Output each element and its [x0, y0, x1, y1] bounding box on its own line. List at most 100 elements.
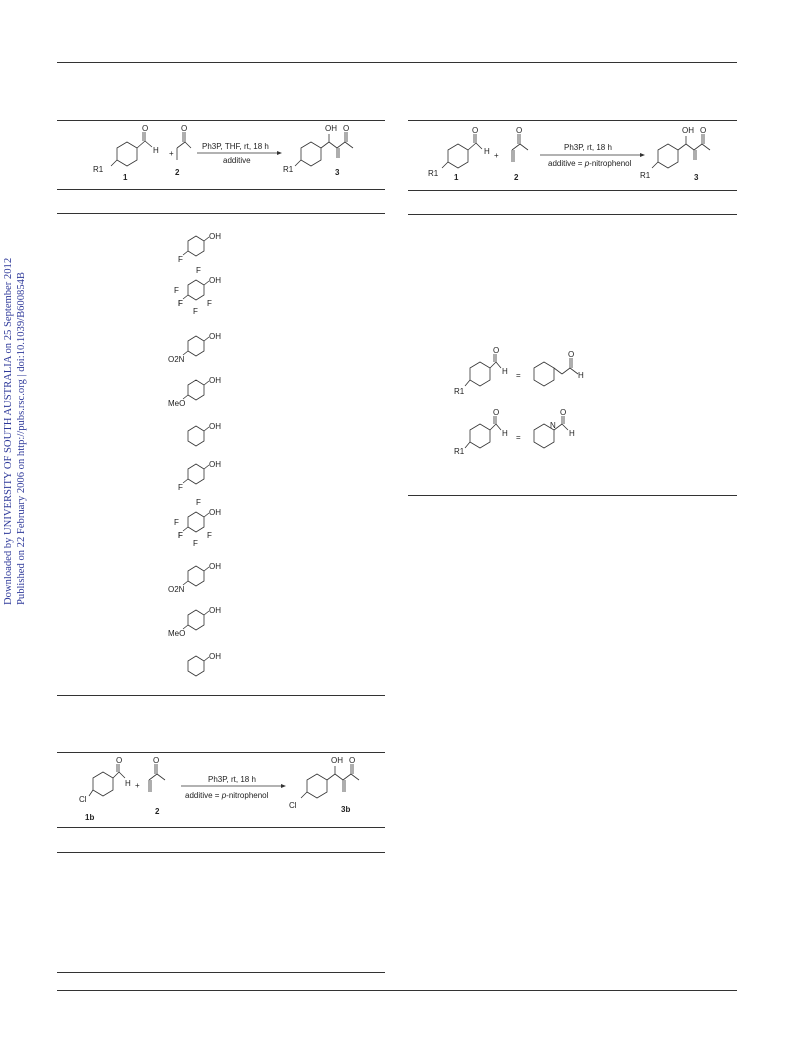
additive-1: OHF: [178, 232, 221, 264]
additive-3: OH O2N: [168, 332, 221, 364]
table1-rule-2: [57, 189, 385, 190]
phenol-ring: [187, 511, 205, 533]
product-r1-2: R1: [640, 171, 651, 180]
substituent-bond: [182, 526, 189, 532]
phenol-ring: [187, 335, 205, 357]
table3-bottom-rule: [57, 972, 385, 973]
substituent-label: F: [178, 483, 183, 492]
compound-1-label-2: 1: [454, 173, 459, 182]
compound-1b-label: 1b: [85, 813, 94, 822]
substituent-bond: [182, 394, 189, 400]
eq2-pyridine-o: O: [560, 408, 566, 417]
product-cl: Cl: [289, 801, 297, 810]
hydroxyl-bond: [203, 656, 210, 662]
phenol-ring: [187, 609, 205, 631]
plus-sign: +: [169, 149, 174, 158]
aldehyde-1-structure-2: O H R1 1: [428, 126, 490, 182]
hydroxyl-bond: [203, 426, 210, 432]
arrow-head: [277, 151, 282, 155]
mvk-structure-2: O 2: [511, 126, 529, 182]
eq2-aldehyde-h: H: [502, 429, 508, 438]
published-line: Published on 22 February 2006 on http://…: [16, 272, 27, 605]
substituent-bond: [182, 350, 189, 356]
substituent-label: F: [178, 531, 183, 540]
eq1-alkyl-o: O: [568, 350, 574, 359]
compound-1-label: 1: [123, 173, 128, 182]
conditions-top-3: Ph3P, rt, 18 h: [208, 775, 256, 784]
table2-rule-2: [408, 190, 737, 191]
pyridine-n: N: [550, 421, 556, 430]
hydroxyl-label: OH: [209, 332, 221, 341]
additive-9: OH MeO: [168, 606, 221, 638]
eq1-r1: R1: [454, 387, 465, 396]
conditions-bottom-3: additive = p-nitrophenol: [185, 791, 269, 800]
hydroxyl-bond: [203, 610, 210, 616]
substituent-label: MeO: [168, 629, 185, 638]
hydroxyl-bond: [203, 336, 210, 342]
r1-label-2: R1: [428, 169, 439, 178]
eq2-equals: =: [516, 433, 521, 442]
aldehyde-1b-structure: O H Cl 1b: [79, 756, 131, 822]
product-3b-structure: OH O Cl 3b: [289, 756, 360, 814]
product-o-2: O: [700, 126, 706, 135]
download-sidebar: Downloaded by UNIVERSITY OF SOUTH AUSTRA…: [2, 255, 36, 615]
additive-10: OH: [187, 652, 221, 677]
arrow-head-2: [640, 153, 645, 157]
aldehyde-o: O: [142, 124, 148, 133]
additive-6: OHF: [178, 460, 221, 492]
page-bottom-rule: [57, 990, 737, 991]
conditions-bottom-2: additive = p-nitrophenol: [548, 159, 632, 168]
product-o: O: [343, 124, 349, 133]
arrow-head-3: [281, 784, 286, 788]
table3-rule-3: [57, 852, 385, 853]
aldehyde-h-2: H: [484, 147, 490, 156]
hydroxyl-label: OH: [209, 508, 221, 517]
product-r1: R1: [283, 165, 294, 174]
equivalence-row-1: O H R1 = O H: [454, 346, 584, 396]
equivalence-row-2: O H R1 = N O H: [454, 408, 575, 456]
aldehyde-h: H: [153, 146, 159, 155]
compound-3-label: 3: [335, 168, 340, 177]
compound-2-label-2: 2: [514, 173, 519, 182]
plus-sign-3: +: [135, 781, 140, 790]
hydroxyl-bond: [203, 464, 210, 470]
scheme-2: O H R1 1 + O 2 Ph3P, rt, 18 h additive =…: [428, 126, 711, 182]
product-oh-3: OH: [331, 756, 343, 765]
eq2-aldehyde-o: O: [493, 408, 499, 417]
substituent-label: O2N: [168, 355, 185, 364]
equivalence-structures: O H R1 = O H O H R1 = N O H: [454, 346, 584, 456]
mvk-o-3: O: [153, 756, 159, 765]
table1-top-rule: [57, 120, 385, 121]
conditions-top-2: Ph3P, rt, 18 h: [564, 143, 612, 152]
mvk-structure-3: O 2: [148, 756, 166, 816]
substituent-bond: [182, 478, 189, 484]
table3-rule-2: [57, 827, 385, 828]
table2-rule-3: [408, 214, 737, 215]
fluoro-label: F: [178, 299, 183, 308]
hydroxyl-label: OH: [209, 562, 221, 571]
hydroxyl-label: OH: [209, 422, 221, 431]
conditions-bottom: additive: [223, 156, 251, 165]
download-note: Downloaded by UNIVERSITY OF SOUTH AUSTRA…: [2, 255, 28, 605]
download-line: Downloaded by UNIVERSITY OF SOUTH AUSTRA…: [3, 257, 14, 605]
product-3-structure: OH O R1 3: [283, 124, 354, 177]
substituent-bond: [182, 580, 189, 586]
eq1-aldehyde-h: H: [502, 367, 508, 376]
scheme-3: O H Cl 1b + O 2 Ph3P, rt, 18 h additive …: [79, 756, 360, 822]
product-oh-2: OH: [682, 126, 694, 135]
compound-2-label: 2: [175, 168, 180, 177]
eq1-aldehyde-o: O: [493, 346, 499, 355]
eq1-equals: =: [516, 371, 521, 380]
eq1-alkyl-h: H: [578, 371, 584, 380]
table3-top-rule: [57, 752, 385, 753]
fluoro-label: F: [207, 299, 212, 308]
hydroxyl-bond: [203, 566, 210, 572]
table1-rule-3: [57, 213, 385, 214]
fluoro-label: F: [196, 498, 201, 507]
hydroxyl-bond: [203, 380, 210, 386]
hydroxyl-label: OH: [209, 606, 221, 615]
